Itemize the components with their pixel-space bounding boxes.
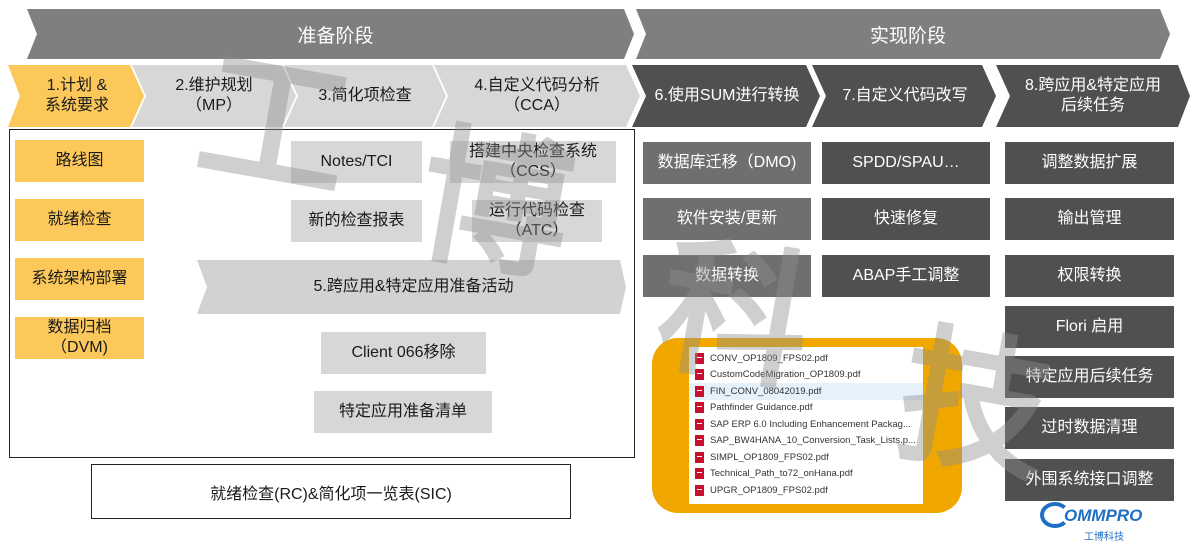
ccs-box: 搭建中央检查系统（CCS） <box>450 141 616 183</box>
system-architecture-box: 系统架构部署 <box>15 258 144 300</box>
logo-c-icon <box>1040 502 1070 528</box>
prep-checklist-box: 特定应用准备清单 <box>314 391 492 433</box>
prep-phase-title: 准备阶段 <box>297 25 374 47</box>
pdf-icon <box>695 468 704 480</box>
pdf-icon <box>695 484 704 496</box>
step-2-label: 2.维护规划（MP） <box>175 77 253 114</box>
pdf-icon <box>695 418 704 430</box>
step-6-label: 6.使用SUM进行转换 <box>654 87 800 104</box>
file-item[interactable]: CONV_OP1809_FPS02.pdf <box>689 350 923 367</box>
readiness-check-box: 就绪检查 <box>15 199 144 241</box>
pdf-icon <box>695 369 704 381</box>
sic-label: 就绪检查(RC)&简化项一览表(SIC) <box>210 485 452 503</box>
software-install-box: 软件安装/更新 <box>643 198 811 240</box>
sic-outline <box>91 464 571 519</box>
file-item[interactable]: Pathfinder Guidance.pdf <box>689 400 923 417</box>
prep-activity-label: 5.跨应用&特定应用准备活动 <box>313 278 514 295</box>
client-066-removal-box: Client 066移除 <box>321 332 486 374</box>
file-item-selected[interactable]: FIN_CONV_08042019.pdf <box>689 383 923 400</box>
followup-output-management: 输出管理 <box>1005 198 1174 240</box>
pdf-icon <box>695 451 704 463</box>
pdf-icon <box>695 402 704 414</box>
file-list: CONV_OP1809_FPS02.pdf CustomCodeMigratio… <box>689 347 923 504</box>
file-item[interactable]: Technical_Path_to72_onHana.pdf <box>689 466 923 483</box>
atc-box: 运行代码检查（ATC） <box>472 200 602 242</box>
file-item[interactable]: SAP ERP 6.0 Including Enhancement Packag… <box>689 416 923 433</box>
pdf-icon <box>695 435 704 447</box>
followup-specific-app: 特定应用后续任务 <box>1005 356 1174 398</box>
pdf-icon <box>695 352 704 364</box>
step-7-chevron <box>812 65 996 127</box>
roadmap-box: 路线图 <box>15 140 144 182</box>
step-8-label: 8.跨应用&特定应用后续任务 <box>1024 77 1162 114</box>
file-item[interactable]: CustomCodeMigration_OP1809.pdf <box>689 367 923 384</box>
step-3-chevron <box>284 65 446 127</box>
followup-authorization: 权限转换 <box>1005 255 1174 297</box>
step-1-chevron <box>8 65 144 127</box>
prep-phase-banner <box>27 9 634 59</box>
prep-activity-arrow <box>197 260 626 314</box>
impl-phase-title: 实现阶段 <box>869 25 946 47</box>
step-8-chevron <box>996 65 1190 127</box>
step-4-label: 4.自定义代码分析（CCA） <box>474 77 600 114</box>
commpro-logo: OMMPRO 工博科技 <box>1040 500 1160 543</box>
step-3-label: 3.简化项检查 <box>318 87 412 104</box>
step-4-chevron <box>434 65 640 127</box>
step-6-chevron <box>632 65 820 127</box>
new-check-report-box: 新的检查报表 <box>291 200 422 242</box>
step-1-label: 1.计划 &系统要求 <box>44 77 109 114</box>
data-archiving-box: 数据归档（DVM) <box>15 317 144 359</box>
prep-outline <box>9 129 635 458</box>
file-list-panel: CONV_OP1809_FPS02.pdf CustomCodeMigratio… <box>652 338 962 513</box>
logo-subtext: 工博科技 <box>1084 532 1124 543</box>
file-item[interactable]: SAP_BW4HANA_10_Conversion_Task_Lists.p..… <box>689 433 923 450</box>
data-conversion-box: 数据转换 <box>643 255 811 297</box>
spdd-spau-box: SPDD/SPAU… <box>822 142 990 184</box>
step-2-chevron <box>132 65 296 127</box>
dmo-box: 数据库迁移（DMO) <box>643 142 811 184</box>
followup-fiori: Flori 启用 <box>1005 306 1174 348</box>
file-item[interactable]: SIMPL_OP1809_FPS02.pdf <box>689 449 923 466</box>
followup-data-extension: 调整数据扩展 <box>1005 142 1174 184</box>
logo-text: OMMPRO <box>1064 506 1143 525</box>
step-7-label: 7.自定义代码改写 <box>842 87 968 104</box>
followup-obsolete-data: 过时数据清理 <box>1005 407 1174 449</box>
followup-interface: 外围系统接口调整 <box>1005 459 1174 501</box>
impl-phase-banner <box>636 9 1170 59</box>
quick-fix-box: 快速修复 <box>822 198 990 240</box>
pdf-icon <box>695 385 704 397</box>
file-item[interactable]: UPGR_OP1809_FPS02.pdf <box>689 482 923 499</box>
notes-tci-box: Notes/TCI <box>291 141 422 183</box>
abap-manual-box: ABAP手工调整 <box>822 255 990 297</box>
